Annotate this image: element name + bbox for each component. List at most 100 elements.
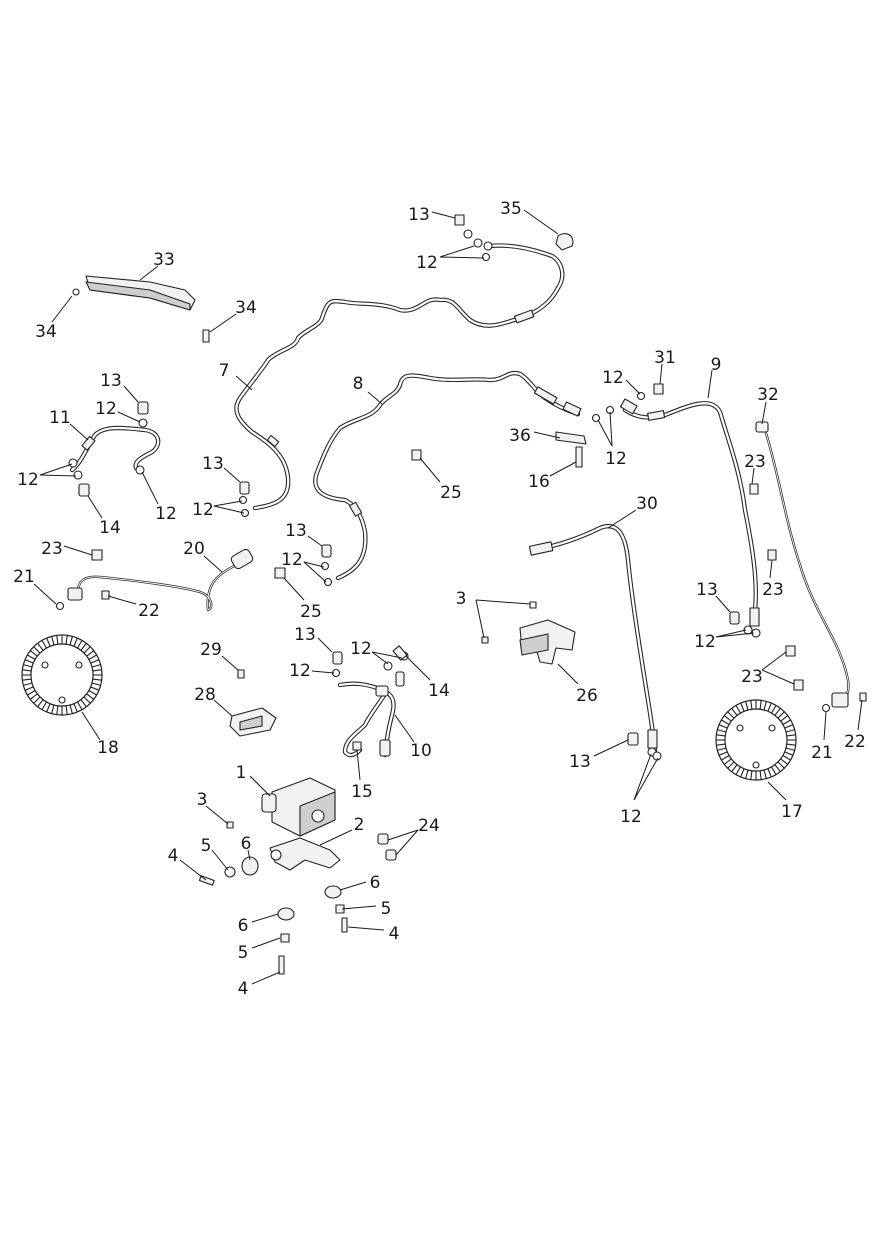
ring-tooth bbox=[759, 700, 762, 710]
leader-line bbox=[63, 545, 93, 556]
callout-label: 5 bbox=[201, 836, 212, 856]
leader-line bbox=[251, 971, 281, 985]
callout-label: 28 bbox=[194, 685, 216, 705]
callout-label: 31 bbox=[654, 348, 676, 368]
callout-label: 6 bbox=[238, 916, 249, 936]
ring-tooth bbox=[22, 678, 32, 681]
callout-label: 13 bbox=[202, 454, 224, 474]
ring-tooth bbox=[735, 705, 741, 714]
ring-tooth bbox=[716, 743, 726, 746]
leader-line bbox=[715, 595, 731, 613]
ring-tooth bbox=[774, 764, 781, 773]
leader-line bbox=[761, 401, 767, 425]
ring-tooth bbox=[37, 642, 44, 651]
abs-modulator-1 bbox=[261, 777, 336, 837]
callout-label: 30 bbox=[636, 494, 658, 514]
callout-label: 2 bbox=[354, 815, 365, 835]
leader-line bbox=[213, 500, 243, 507]
leader-line bbox=[707, 369, 713, 399]
ring-tooth bbox=[90, 659, 100, 664]
callout-label: 23 bbox=[744, 452, 766, 472]
brake-hose-11 bbox=[68, 401, 161, 497]
leader-line bbox=[633, 753, 652, 801]
callout-label: 12 bbox=[350, 639, 372, 659]
callout-label: 13 bbox=[285, 521, 307, 541]
ring-tooth bbox=[23, 682, 33, 686]
callout-label: 6 bbox=[370, 873, 381, 893]
leader-line bbox=[767, 781, 787, 801]
leader-line bbox=[249, 775, 271, 797]
ring-tooth bbox=[782, 719, 791, 725]
callout-label: 12 bbox=[192, 500, 214, 520]
ring-tooth bbox=[731, 707, 738, 716]
callout-label: 5 bbox=[238, 943, 249, 963]
ring-tooth bbox=[740, 768, 745, 778]
callout-label: 13 bbox=[294, 625, 316, 645]
ring-tooth bbox=[774, 707, 781, 716]
ring-tooth bbox=[777, 761, 785, 769]
ring-tooth bbox=[786, 743, 796, 746]
leader-line bbox=[823, 711, 827, 741]
ring-tooth bbox=[723, 758, 732, 765]
ring-tooth bbox=[745, 769, 749, 779]
ring-tooth bbox=[780, 715, 789, 722]
callout-label: 34 bbox=[235, 298, 257, 318]
leader-line bbox=[213, 505, 245, 514]
callout-label: 12 bbox=[605, 449, 627, 469]
leader-line bbox=[303, 561, 327, 583]
leader-line bbox=[549, 461, 577, 477]
leader-line bbox=[523, 209, 559, 235]
ring-tooth bbox=[780, 758, 789, 765]
bracket-2 bbox=[269, 837, 341, 871]
ring-tooth bbox=[23, 664, 33, 668]
callout-label: 21 bbox=[811, 743, 833, 763]
ring-tooth bbox=[750, 770, 753, 780]
leader-line bbox=[339, 881, 367, 891]
ring-tooth bbox=[771, 766, 777, 775]
ring-tooth bbox=[718, 724, 728, 729]
leader-line bbox=[205, 805, 229, 825]
leader-line bbox=[211, 849, 229, 871]
leader-line bbox=[405, 655, 431, 681]
ring-tooth bbox=[65, 705, 68, 715]
leader-line bbox=[347, 926, 385, 931]
leader-line bbox=[625, 379, 641, 395]
ring-tooth bbox=[727, 711, 735, 719]
callout-label: 23 bbox=[741, 667, 763, 687]
ring-tooth bbox=[73, 637, 78, 647]
ring-tooth bbox=[24, 686, 34, 691]
leader-line bbox=[371, 651, 389, 665]
ring-tooth bbox=[750, 700, 753, 710]
callout-label: 23 bbox=[762, 580, 784, 600]
ring-tooth bbox=[46, 637, 51, 647]
ring-tooth bbox=[77, 640, 83, 649]
leader-line bbox=[371, 651, 403, 659]
callout-label: 3 bbox=[456, 589, 467, 609]
ring-tooth bbox=[27, 690, 36, 696]
ring-tooth bbox=[33, 696, 41, 704]
ring-tooth bbox=[33, 646, 41, 654]
ring-tooth bbox=[22, 669, 32, 672]
leader-line bbox=[123, 385, 139, 403]
leader-line bbox=[419, 457, 441, 483]
callout-label: 1 bbox=[236, 763, 247, 783]
callout-label: 4 bbox=[168, 846, 179, 866]
abs-sensor-32 bbox=[755, 421, 850, 708]
ring-tooth bbox=[51, 704, 55, 714]
callout-label: 21 bbox=[13, 567, 35, 587]
ring-tooth bbox=[27, 654, 36, 660]
ring-tooth bbox=[24, 659, 34, 664]
leader-line bbox=[117, 411, 141, 423]
leader-line bbox=[235, 375, 253, 391]
ring-tooth bbox=[759, 770, 762, 780]
leader-line bbox=[439, 256, 485, 259]
ring-tooth bbox=[717, 747, 727, 751]
ring-tooth bbox=[723, 715, 732, 722]
ring-tooth bbox=[745, 701, 749, 711]
leader-line bbox=[475, 599, 531, 605]
ring-tooth bbox=[65, 635, 68, 645]
ring-tooth bbox=[735, 766, 741, 775]
ring-tooth bbox=[80, 642, 87, 651]
